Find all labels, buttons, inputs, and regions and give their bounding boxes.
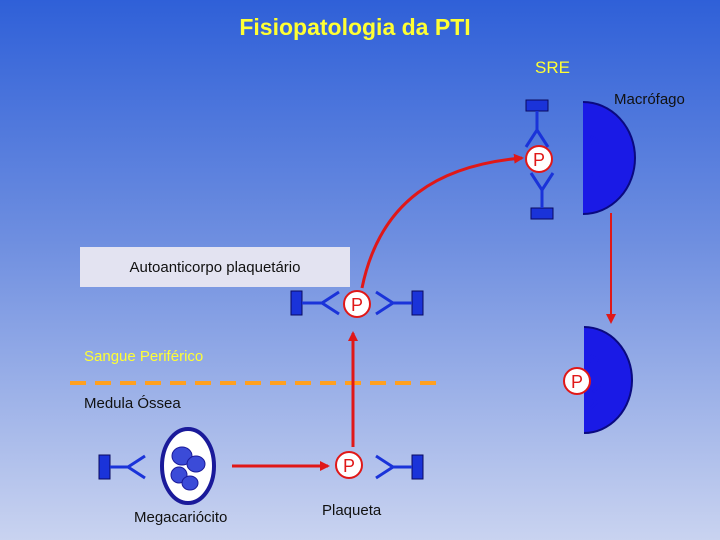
megakaryocyte-icon [160, 427, 216, 505]
peripheral-blood-label: Sangue Periférico [84, 348, 204, 365]
antibody-icon [290, 290, 424, 316]
platelet-icon: P [525, 145, 553, 173]
platelet-symbol: P [351, 295, 363, 315]
platelet-icon: P [335, 451, 363, 479]
sre-label: SRE [535, 58, 570, 77]
megakaryocyte-label: Megacariócito [134, 509, 228, 526]
diagram-title: Fisiopatologia da PTI [239, 14, 471, 40]
platelet-symbol: P [343, 456, 355, 476]
bone-marrow-label: Medula Óssea [84, 395, 181, 412]
macrophage-label: Macrófago [614, 91, 685, 108]
platelet-label: Plaqueta [322, 502, 382, 519]
red-arrow-icon [360, 153, 524, 289]
antibody-icon [98, 454, 424, 480]
autoantibody-box: Autoanticorpo plaquetário [80, 247, 350, 287]
platelet-symbol: P [533, 150, 545, 170]
autoantibody-label: Autoanticorpo plaquetário [129, 258, 301, 276]
platelet-symbol: P [571, 372, 583, 392]
platelet-icon: P [343, 290, 371, 318]
macrophage-icon [582, 101, 636, 215]
antibody-icon [524, 99, 555, 220]
platelet-icon: P [563, 367, 591, 395]
macrophage-icon [583, 326, 633, 434]
